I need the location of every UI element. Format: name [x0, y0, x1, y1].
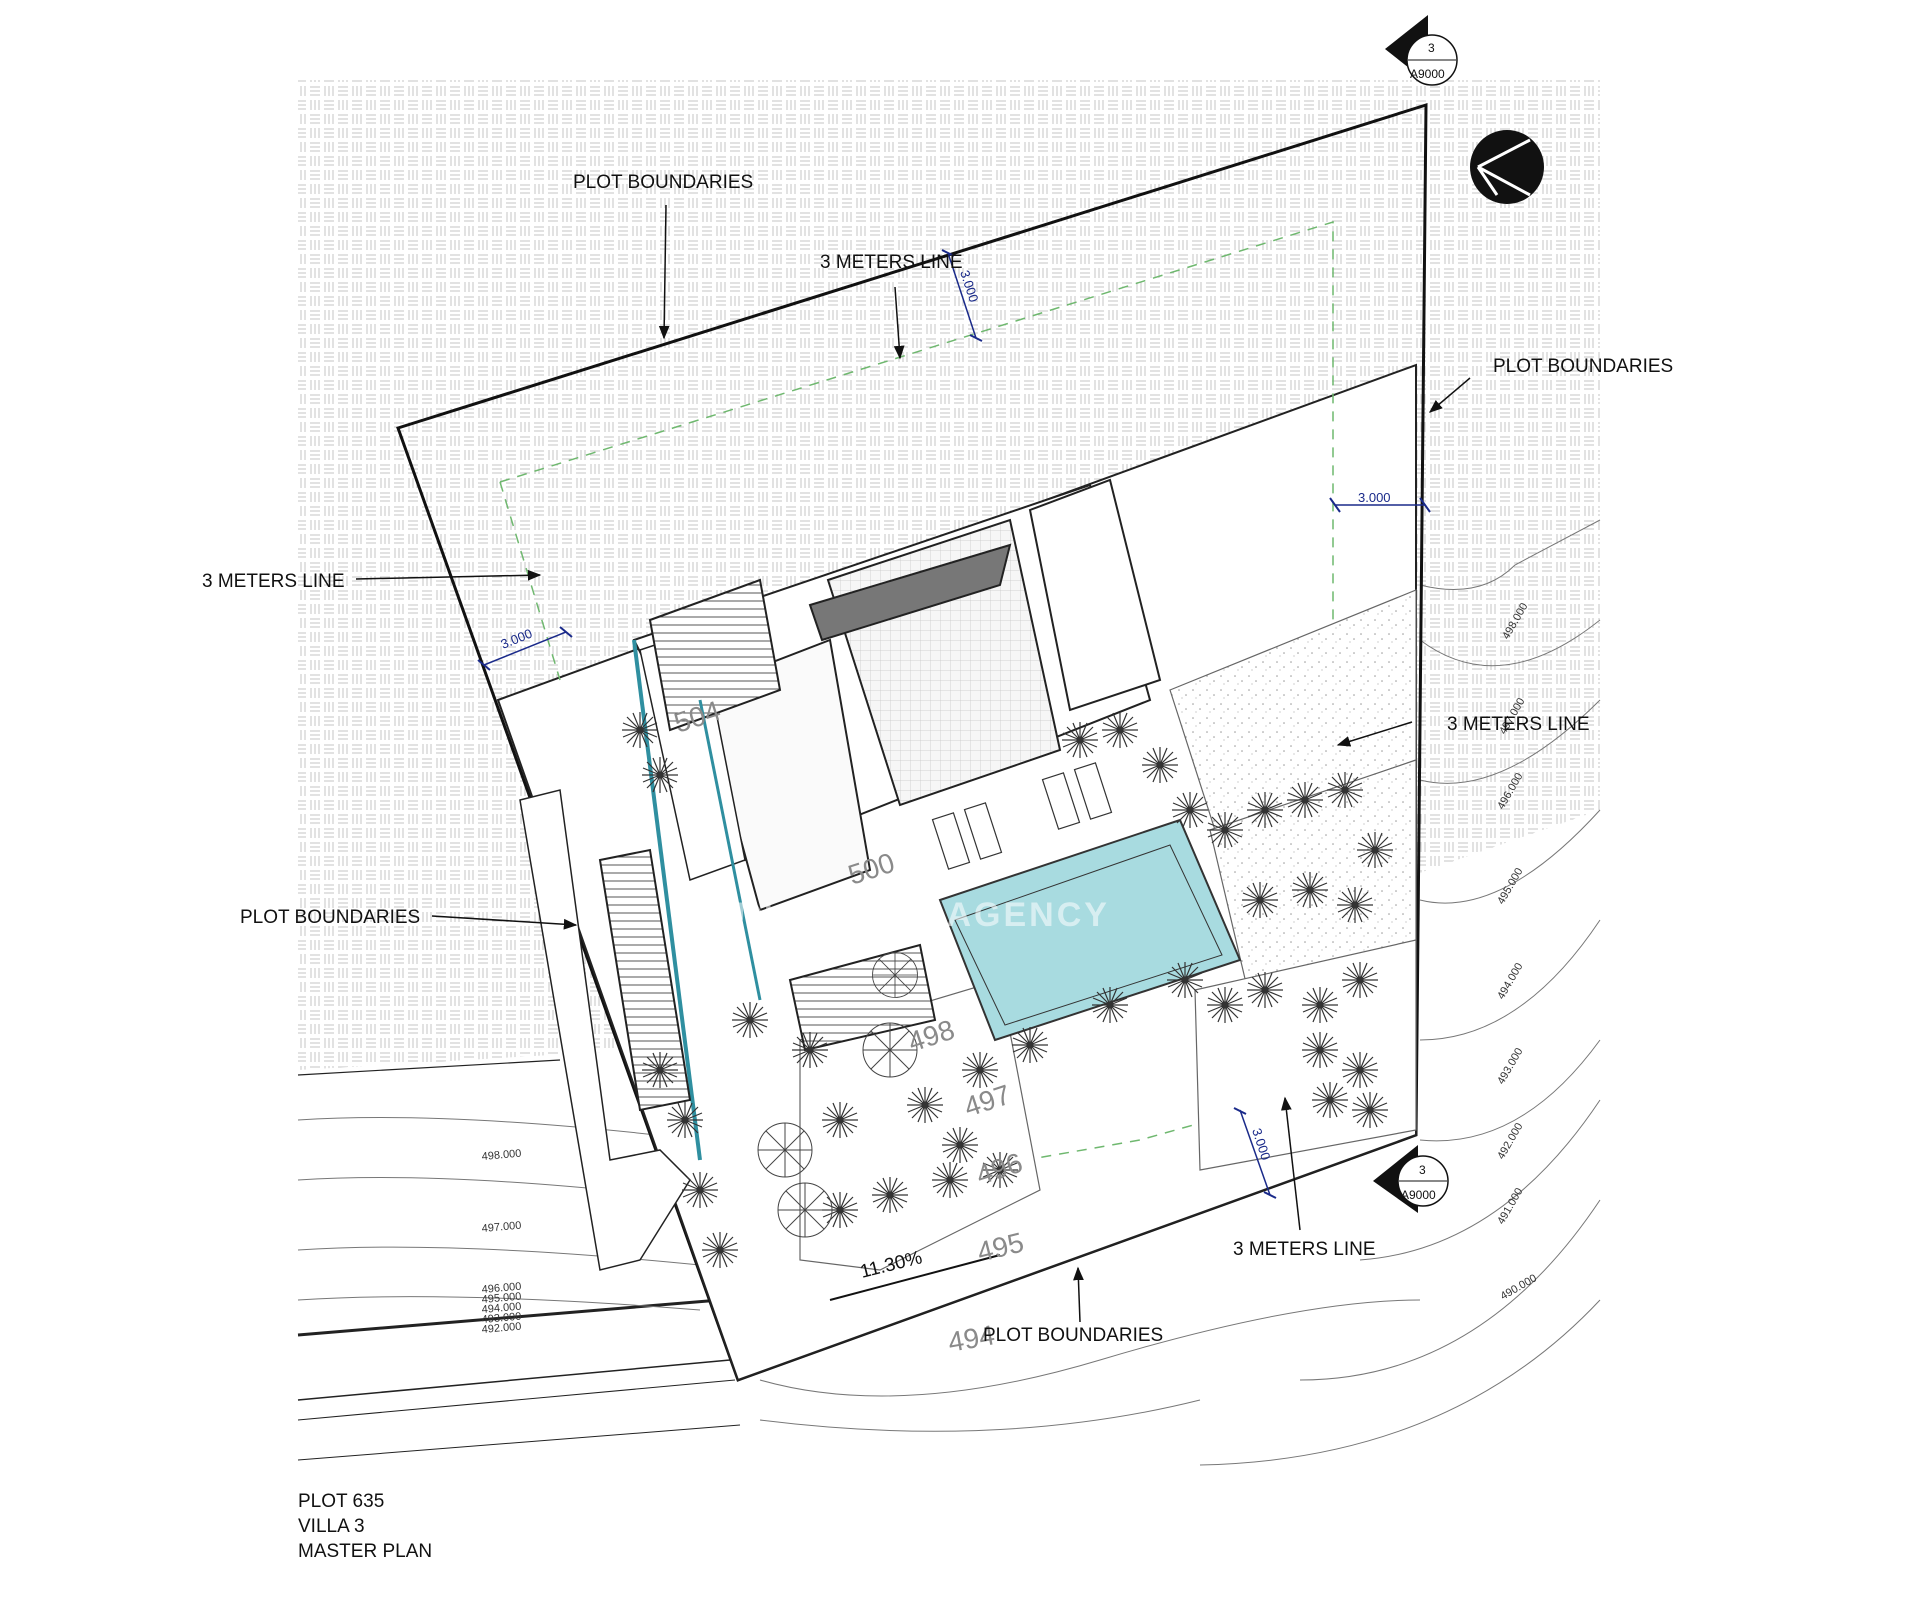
tree-icon: [701, 1231, 739, 1269]
tree-icon: [1061, 721, 1099, 759]
annotation-labels: PLOT BOUNDARIES 3 METERS LINE PLOT BOUND…: [202, 172, 1673, 1346]
tree-icon: [906, 1086, 944, 1124]
leader-arrows: [355, 204, 1471, 1323]
contour-labels-left: 498.000 497.000 496.000 495.000 494.000 …: [481, 1148, 522, 1336]
tree-icon: [1341, 1051, 1379, 1089]
tree-icon: [1101, 711, 1139, 749]
tree-icon: [731, 1001, 769, 1039]
tree-icon: [621, 711, 659, 749]
tree-icon: [666, 1101, 704, 1139]
section-number: 3: [1419, 1163, 1426, 1177]
villa-building: [519, 478, 1162, 1271]
section-sheet: A9000: [1410, 67, 1445, 81]
tree-icon: [1336, 886, 1374, 924]
tree-icon: [641, 1051, 679, 1089]
tree-icon: [1301, 1031, 1339, 1069]
swimming-pool: [931, 762, 1242, 1042]
tree-icon: [821, 1101, 859, 1139]
dimension-value: 3.000: [1358, 490, 1391, 505]
tree-icon: [931, 1161, 969, 1199]
section-sheet: A9000: [1401, 1188, 1436, 1202]
tree-icon: [641, 756, 679, 794]
plot-boundaries-label: PLOT BOUNDARIES: [573, 172, 753, 193]
tree-icon: [1011, 1026, 1049, 1064]
plot-boundaries-label: PLOT BOUNDARIES: [1493, 356, 1673, 377]
tree-icon: [791, 1031, 829, 1069]
title-block: PLOT 635 VILLA 3 MASTER PLAN: [298, 1489, 432, 1564]
drawing-title: MASTER PLAN: [298, 1541, 433, 1562]
tree-icon: [1351, 1091, 1389, 1129]
plot-number: PLOT 635: [298, 1491, 385, 1512]
tree-icon: [871, 1176, 909, 1214]
contour-label: 497.000: [481, 1220, 522, 1235]
tree-icon: [1291, 871, 1329, 909]
tree-icon: [1341, 961, 1379, 999]
tree-icon: [1206, 811, 1244, 849]
tree-icon: [1356, 831, 1394, 869]
north-arrow-icon: [1470, 130, 1544, 204]
villa-number: VILLA 3: [298, 1516, 365, 1537]
tree-icon: [1206, 986, 1244, 1024]
three-meters-line-label: 3 METERS LINE: [202, 571, 345, 592]
tree-icon: [681, 1171, 719, 1209]
three-meters-line-label: 3 METERS LINE: [820, 252, 963, 273]
dimension-lines: [477, 249, 1431, 1199]
tree-icon: [941, 1126, 979, 1164]
tree-icon: [1246, 971, 1284, 1009]
section-marker-icon: 3 A9000: [1385, 15, 1458, 86]
contour-label: 496.000: [481, 1281, 522, 1296]
terrain-contours: [297, 519, 1601, 1466]
tree-icon: [1326, 771, 1364, 809]
contour-label: 498.000: [481, 1148, 522, 1163]
watermark: SUN ESTATE AGENCY: [695, 896, 1110, 934]
tree-icon: [1241, 881, 1279, 919]
tree-icon: [1091, 986, 1129, 1024]
tree-icon: [1246, 791, 1284, 829]
tree-icon: [1301, 986, 1339, 1024]
tree-icon: [1286, 781, 1324, 819]
tree-icon: [872, 952, 918, 998]
contour-label: 493.000: [481, 1311, 522, 1326]
tree-icon: [757, 1122, 813, 1178]
three-meters-line-label: 3 METERS LINE: [1233, 1239, 1376, 1260]
plot-boundaries-label: PLOT BOUNDARIES: [240, 907, 420, 928]
tree-icon: [1141, 746, 1179, 784]
tree-icon: [1171, 791, 1209, 829]
tree-icon: [777, 1182, 833, 1238]
tree-icon: [1166, 961, 1204, 999]
contour-label: 492.000: [481, 1321, 522, 1336]
contour-label: 494.000: [481, 1301, 522, 1316]
tree-icon: [1311, 1081, 1349, 1119]
plot-boundaries-label: PLOT BOUNDARIES: [983, 1325, 1163, 1346]
section-marker-icon: 3 A9000: [1373, 1145, 1449, 1213]
section-number: 3: [1428, 41, 1435, 55]
contour-label: 495.000: [481, 1291, 522, 1306]
three-meters-line-label: 3 METERS LINE: [1447, 714, 1590, 735]
